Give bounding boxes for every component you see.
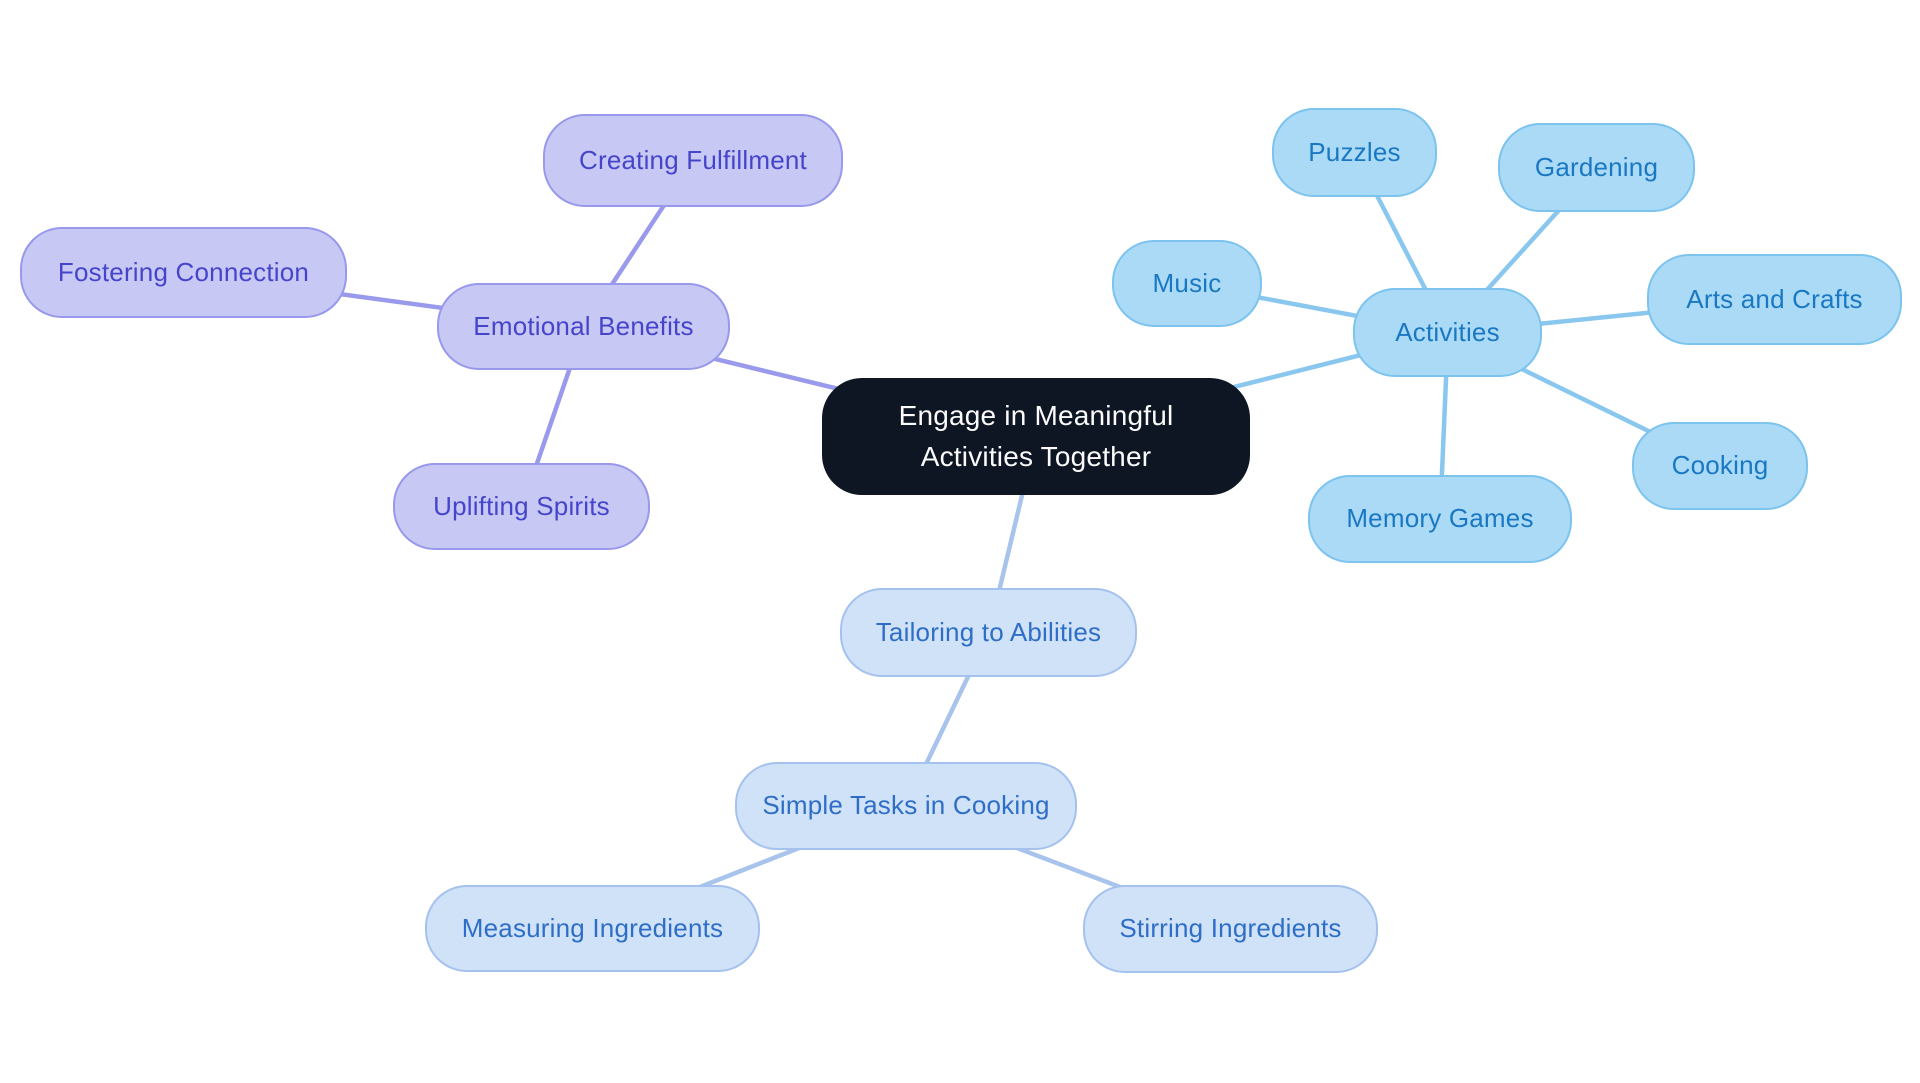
node-emotional-benefits[interactable]: Emotional Benefits xyxy=(437,283,730,370)
node-music[interactable]: Music xyxy=(1112,240,1262,327)
node-tailoring-to-abilities[interactable]: Tailoring to Abilities xyxy=(840,588,1137,677)
node-fostering-connection[interactable]: Fostering Connection xyxy=(20,227,347,318)
node-puzzles[interactable]: Puzzles xyxy=(1272,108,1437,197)
node-gardening[interactable]: Gardening xyxy=(1498,123,1695,212)
node-arts-and-crafts[interactable]: Arts and Crafts xyxy=(1647,254,1902,345)
node-memory-games[interactable]: Memory Games xyxy=(1308,475,1572,563)
node-cooking[interactable]: Cooking xyxy=(1632,422,1808,510)
node-central-topic[interactable]: Engage in Meaningful Activities Together xyxy=(822,378,1250,495)
node-creating-fulfillment[interactable]: Creating Fulfillment xyxy=(543,114,843,207)
node-activities[interactable]: Activities xyxy=(1353,288,1542,377)
node-stirring-ingredients[interactable]: Stirring Ingredients xyxy=(1083,885,1378,973)
node-uplifting-spirits[interactable]: Uplifting Spirits xyxy=(393,463,650,550)
node-measuring-ingredients[interactable]: Measuring Ingredients xyxy=(425,885,760,972)
node-simple-tasks-in-cooking[interactable]: Simple Tasks in Cooking xyxy=(735,762,1077,850)
